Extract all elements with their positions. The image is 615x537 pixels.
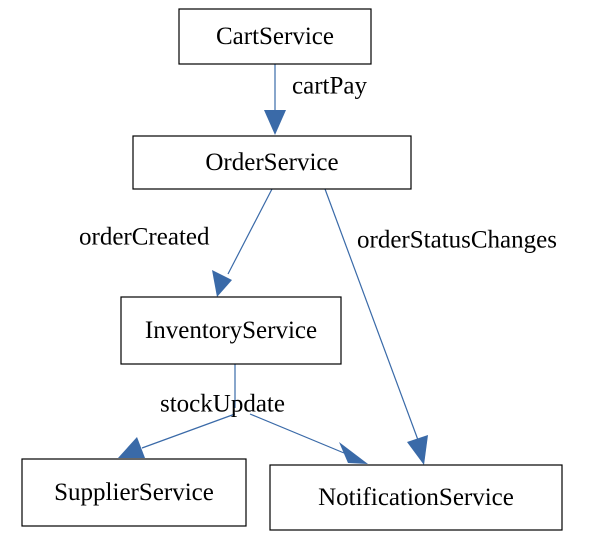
arrow-head-cartpay	[264, 110, 286, 135]
edge-order-to-inventory	[212, 188, 273, 297]
node-box-inventory	[120, 296, 342, 365]
arrow-head-ordercreated	[212, 270, 232, 297]
node-label-cart: CartService	[216, 23, 334, 50]
edge-label-cartpay: cartPay	[292, 73, 367, 100]
arrow-head-orderstatuschanges	[407, 435, 428, 465]
edge-label-orderstatuschanges: orderStatusChanges	[357, 227, 557, 254]
edge-line-ordercreated	[227, 188, 273, 275]
node-label-supplier: SupplierService	[54, 479, 214, 506]
node-supplier-service: SupplierService	[21, 458, 247, 527]
edge-line-orderstatuschanges	[324, 188, 419, 441]
edge-line-stock-to-supplier	[141, 413, 236, 449]
node-box-cart	[178, 8, 372, 65]
node-label-order: OrderService	[205, 149, 338, 176]
arrow-head-stock-supplier	[118, 437, 145, 458]
edge-label-stockupdate: stockUpdate	[160, 391, 285, 418]
edge-inventory-stock	[118, 364, 368, 464]
node-label-inventory: InventoryService	[145, 317, 317, 344]
node-box-notification	[269, 464, 563, 531]
node-cart-service: CartService	[178, 8, 372, 65]
edge-line-stock-to-notification	[249, 413, 345, 454]
node-box-order	[132, 135, 412, 190]
arrow-head-stock-notification	[339, 442, 368, 464]
node-box-supplier	[21, 458, 247, 527]
edge-order-to-notification	[324, 188, 428, 465]
node-order-service: OrderService	[132, 135, 412, 190]
edge-label-ordercreated: orderCreated	[79, 224, 210, 251]
node-label-notification: NotificationService	[318, 484, 514, 511]
edge-cart-to-order	[264, 64, 286, 135]
node-inventory-service: InventoryService	[120, 296, 342, 365]
node-notification-service: NotificationService	[269, 464, 563, 531]
